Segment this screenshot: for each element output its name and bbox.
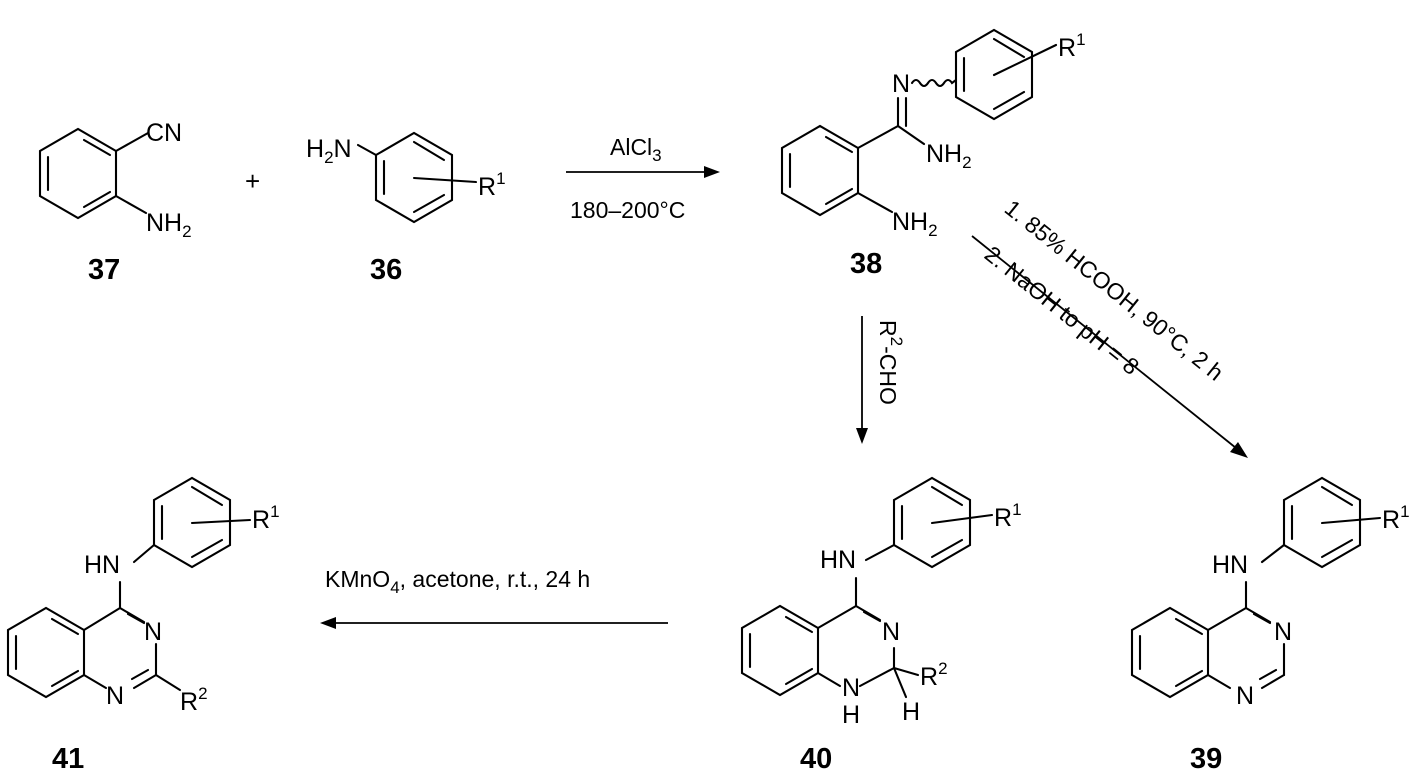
r1-substituent: R1 — [252, 502, 280, 534]
amine-group: H2N — [306, 135, 352, 167]
ring-nitrogen-3: N — [882, 618, 900, 646]
step1-reagent: AlCl3 — [610, 134, 662, 165]
compound-41: HN R1 N N R2 41 — [6, 476, 280, 775]
reaction-arrow-step3 — [971, 235, 1248, 458]
compound-39: HN R1 N N 39 — [1130, 476, 1410, 775]
compound-40-aryl-ring — [892, 476, 994, 569]
step4-conditions: KMnO4, acetone, r.t., 24 h — [325, 566, 590, 597]
compound-36-ring — [356, 131, 478, 224]
ring-nitrogen-3: N — [144, 618, 162, 646]
compound-41-label: 41 — [52, 743, 84, 775]
amino-group: NH2 — [146, 209, 192, 241]
cyano-group: CN — [146, 119, 182, 147]
r1-substituent: R1 — [478, 169, 506, 201]
compound-37-label: 37 — [88, 254, 120, 286]
compound-39-aryl-ring — [1282, 476, 1382, 569]
ring-nitrogen-3: N — [1274, 618, 1292, 646]
imine-nitrogen: N — [892, 70, 910, 98]
r2-substituent: R2 — [180, 684, 208, 716]
ring-nitrogen-1: N — [842, 674, 860, 702]
plus-sign: + — [245, 166, 260, 196]
amine-nh: HN — [1212, 551, 1248, 579]
compound-37-ring — [38, 127, 150, 220]
amine-nh: HN — [84, 551, 120, 579]
c2-hydrogen: H — [902, 698, 920, 726]
compound-36-label: 36 — [370, 254, 402, 286]
ring-nh-hydrogen: H — [842, 701, 860, 729]
ring-nitrogen-1: N — [1236, 682, 1254, 710]
reaction-arrow-step2 — [856, 316, 868, 444]
r1-substituent: R1 — [994, 500, 1022, 532]
compound-37: CN NH2 37 — [38, 119, 192, 286]
compound-38-aryl-ring — [910, 28, 1058, 121]
compound-41-aryl-ring — [152, 476, 252, 569]
compound-40-label: 40 — [800, 743, 832, 775]
r2-substituent: R2 — [920, 659, 948, 691]
compound-38-label: 38 — [850, 248, 882, 280]
compound-39-ring-system — [1130, 543, 1286, 699]
amine-nh: HN — [820, 546, 856, 574]
r1-substituent: R1 — [1382, 502, 1410, 534]
compound-41-ring-system — [6, 543, 182, 699]
compound-38-benzene-ring — [780, 96, 926, 217]
compound-39-label: 39 — [1190, 743, 1222, 775]
amidine-nh2: NH2 — [926, 140, 972, 172]
compound-38: N R1 NH2 NH2 38 — [780, 28, 1086, 280]
compound-36: H2N R1 36 — [306, 131, 506, 286]
reaction-arrow-step1 — [566, 166, 720, 178]
ring-nitrogen-1: N — [106, 682, 124, 710]
r1-substituent: R1 — [1058, 30, 1086, 62]
compound-40-ring-system — [740, 543, 920, 699]
step2-reagent: R2-CHO — [875, 320, 906, 405]
step1-temperature: 180–200°C — [570, 197, 685, 223]
amino-group: NH2 — [892, 208, 938, 240]
reaction-arrow-step4 — [320, 617, 668, 629]
compound-40: HN R1 N R2 N H H 40 — [740, 476, 1022, 775]
